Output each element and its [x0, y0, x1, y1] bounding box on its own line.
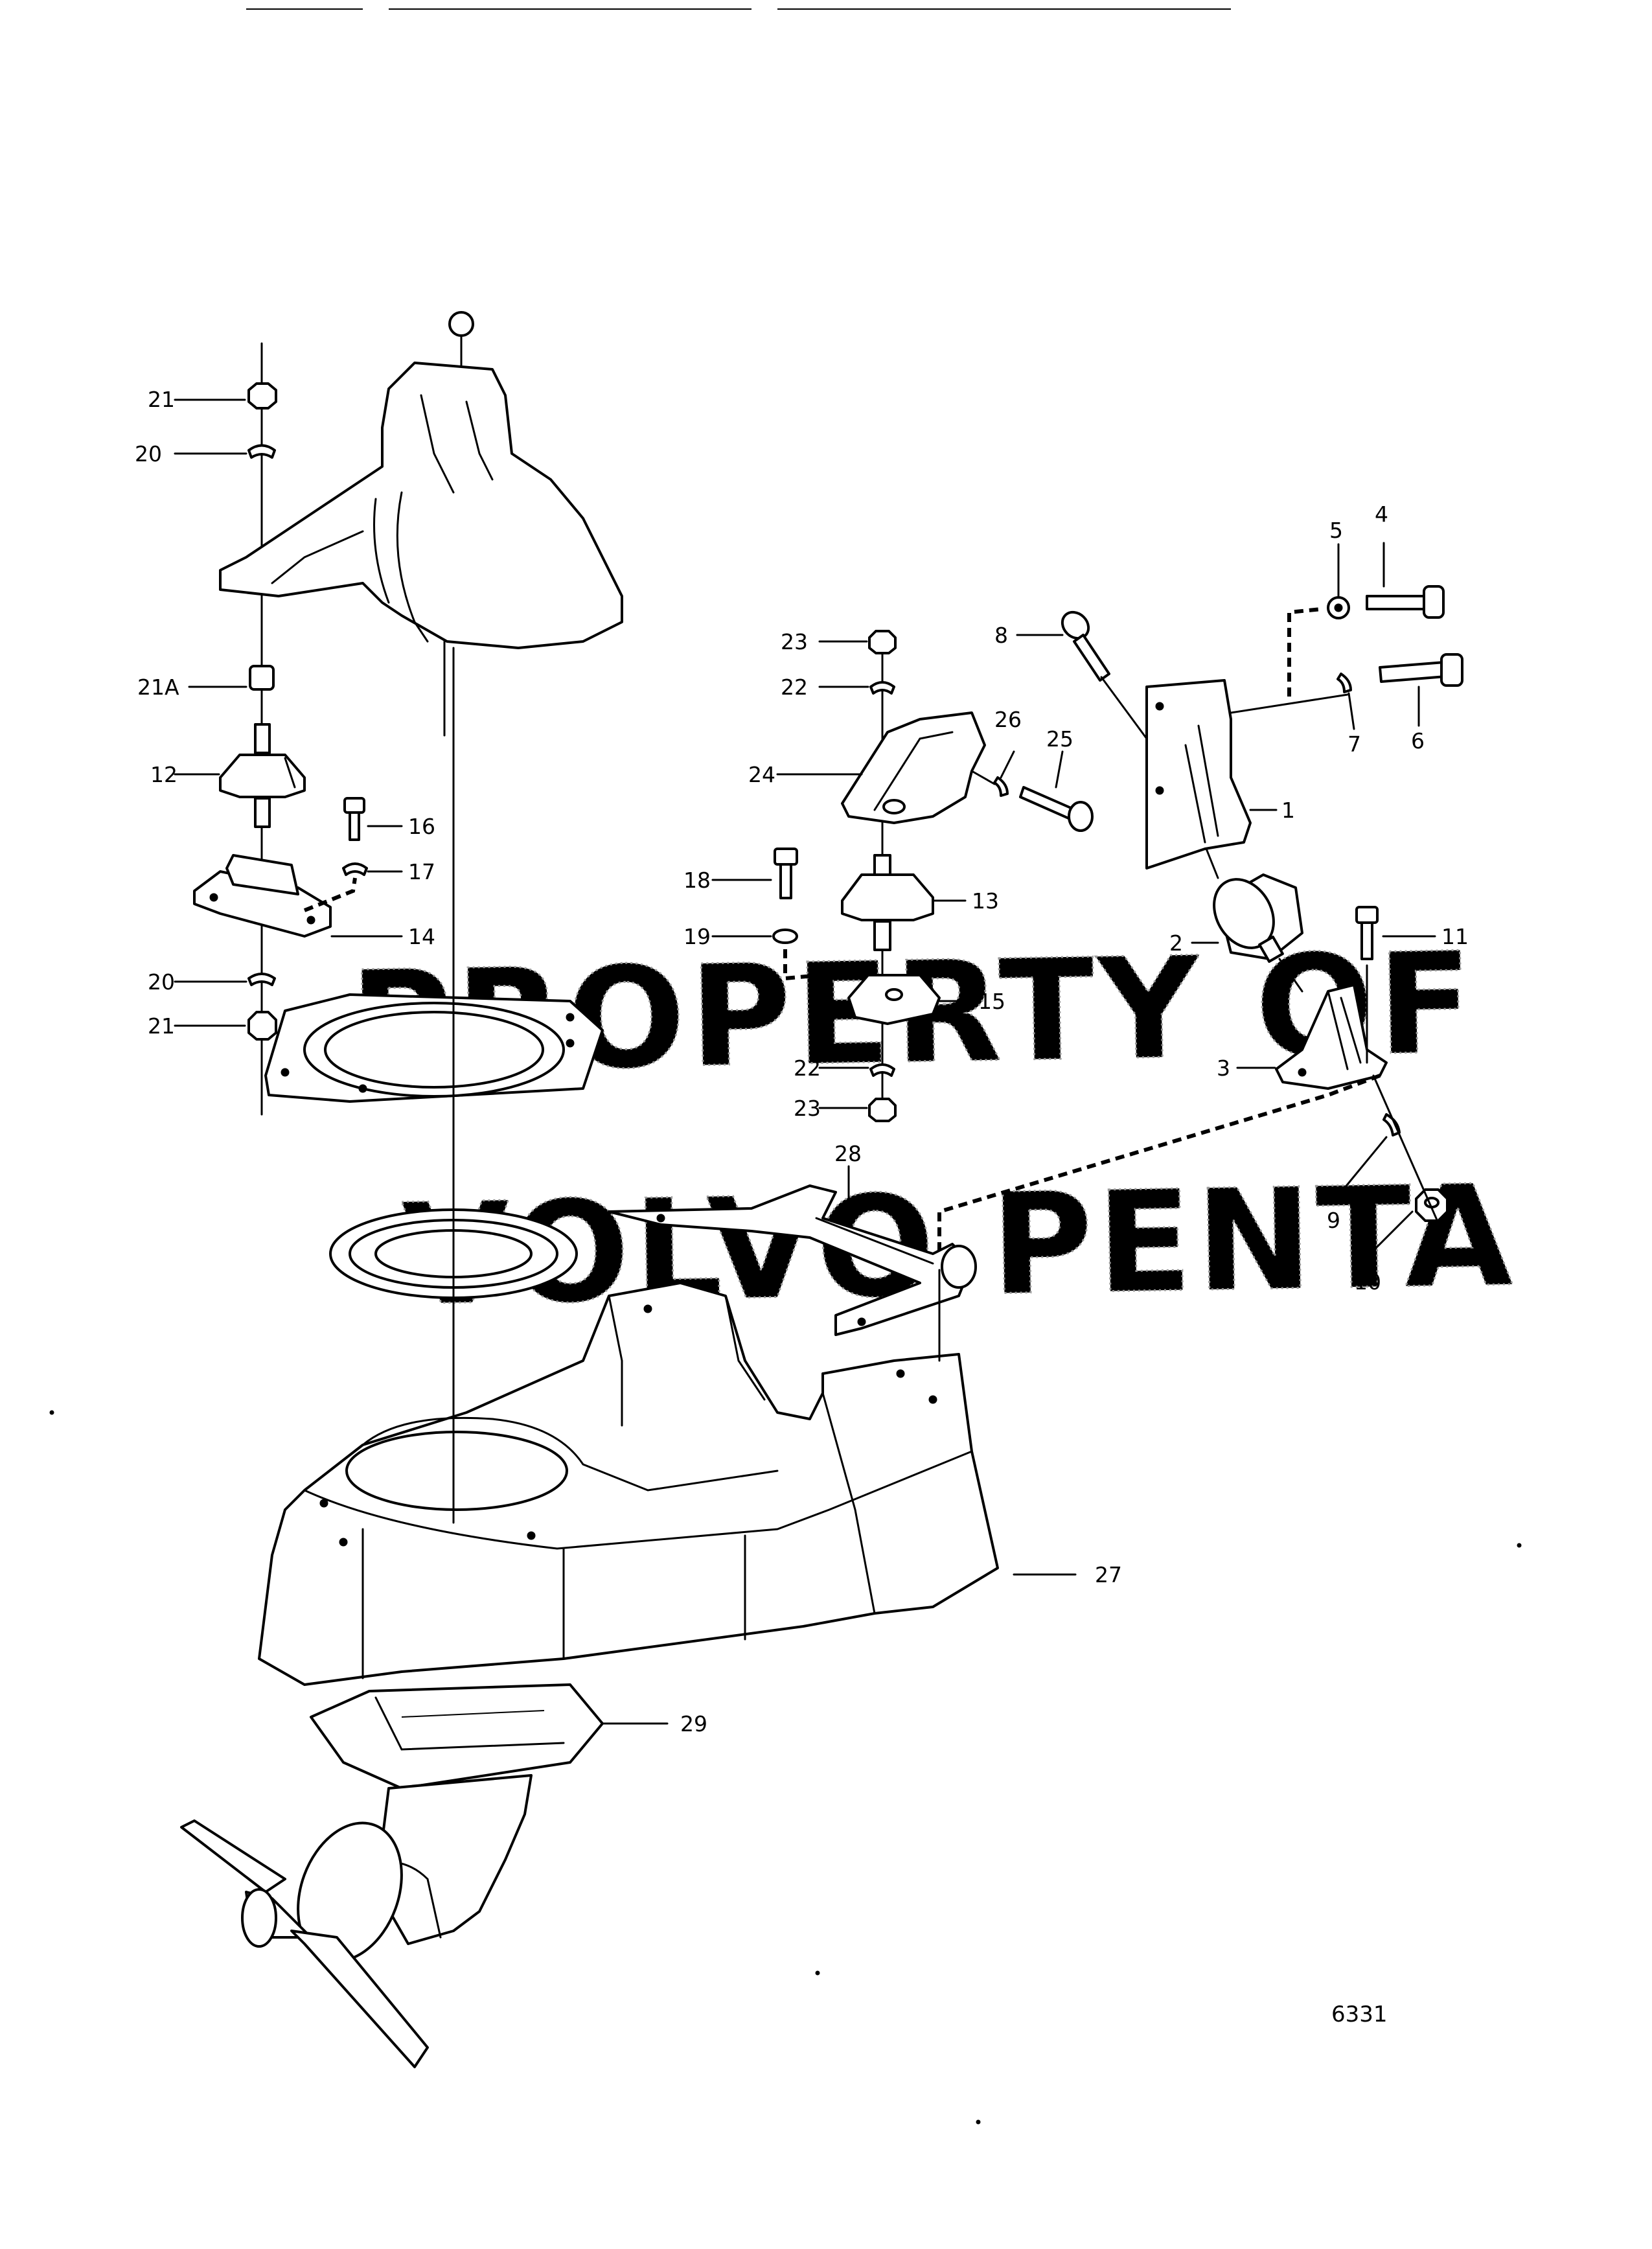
lock-washer-20-top: [247, 444, 276, 459]
right-mount-assembly: [937, 585, 1463, 1270]
callout-21A: 21A: [137, 675, 179, 700]
bolt-4: [1366, 585, 1445, 619]
rubber-mount-12: [219, 723, 306, 828]
washer-19: [772, 928, 798, 944]
callout-13: 13: [972, 888, 999, 914]
bracket-14: [193, 854, 332, 938]
nut-21-bottom: [247, 1011, 277, 1041]
bracket-24: [841, 711, 996, 824]
callout-10: 10: [1354, 1269, 1381, 1295]
callout-labels: 21 20 21A 12 16 17 14 20 21 23 22 24 18 …: [135, 387, 1469, 1736]
washer-7: [1337, 673, 1352, 693]
callout-22-bottom: 22: [794, 1055, 821, 1081]
rubber-mount-2: [1213, 873, 1303, 963]
nut-21A: [249, 665, 275, 691]
center-mount-assembly: [772, 630, 1094, 1122]
callout-17: 17: [408, 859, 435, 884]
callout-4: 4: [1375, 502, 1388, 527]
figure-number: 6331: [1331, 2001, 1388, 2027]
callout-22-top: 22: [781, 675, 808, 700]
washer-26: [993, 776, 1009, 797]
support-beam-28: [608, 1184, 977, 1336]
callout-11: 11: [1441, 924, 1469, 949]
callout-26: 26: [994, 707, 1022, 732]
engine-bed-27: [258, 1282, 999, 1686]
callout-23-top: 23: [781, 629, 808, 654]
callout-12: 12: [150, 762, 178, 787]
callout-15: 15: [978, 989, 1005, 1014]
bracket-15: [847, 974, 941, 1025]
callout-19: 19: [683, 924, 711, 949]
callout-20-bottom: 20: [148, 969, 175, 995]
callout-7: 7: [1348, 732, 1361, 757]
bolt-16: [343, 797, 365, 841]
lock-washer-20-bottom: [247, 973, 276, 986]
left-mount-assembly: [193, 311, 623, 1116]
callout-18: 18: [683, 868, 711, 893]
bracket-3: [1275, 984, 1388, 1090]
callout-8: 8: [994, 623, 1008, 648]
bolt-8: [1061, 610, 1110, 682]
callout-21-bottom: 21: [148, 1013, 175, 1039]
nut-23-top: [868, 630, 897, 654]
bolt-18: [774, 848, 798, 899]
callout-16: 16: [408, 814, 435, 839]
bracket-1: [1145, 679, 1349, 870]
callout-21-top: 21: [148, 387, 175, 412]
nut-21-top: [247, 382, 277, 409]
callout-20-top: 20: [135, 441, 162, 467]
callout-14: 14: [408, 924, 435, 949]
flange-plate: [264, 993, 604, 1103]
sail-drive-propeller: [180, 1774, 533, 2068]
rubber-mount-13: [841, 854, 934, 951]
callout-1: 1: [1281, 798, 1295, 823]
nut-10: [1415, 1188, 1449, 1222]
callout-25: 25: [1046, 726, 1073, 752]
callout-leaders: [174, 398, 1436, 1725]
scan-specks: [49, 1410, 1522, 2125]
callout-29: 29: [680, 1711, 707, 1736]
nut-23-bottom: [868, 1098, 897, 1122]
callout-6: 6: [1411, 728, 1425, 754]
reverse-gear-housing: [219, 311, 623, 737]
callout-3: 3: [1217, 1055, 1230, 1081]
base-plate-29: [310, 1683, 604, 1790]
washer-22-bottom: [869, 1063, 895, 1077]
bolt-6: [1379, 653, 1463, 687]
bolt-11: [1355, 906, 1379, 960]
washer-5: [1327, 596, 1350, 619]
callout-27: 27: [1095, 1562, 1122, 1587]
callout-23-bottom: 23: [794, 1096, 821, 1121]
callout-24: 24: [748, 762, 775, 787]
callout-2: 2: [1169, 930, 1183, 956]
washer-17: [342, 862, 368, 876]
callout-9: 9: [1327, 1208, 1340, 1233]
washer-22-top: [869, 681, 895, 695]
callout-5: 5: [1329, 518, 1343, 543]
bolt-25: [1019, 786, 1094, 832]
callout-28: 28: [834, 1141, 862, 1166]
